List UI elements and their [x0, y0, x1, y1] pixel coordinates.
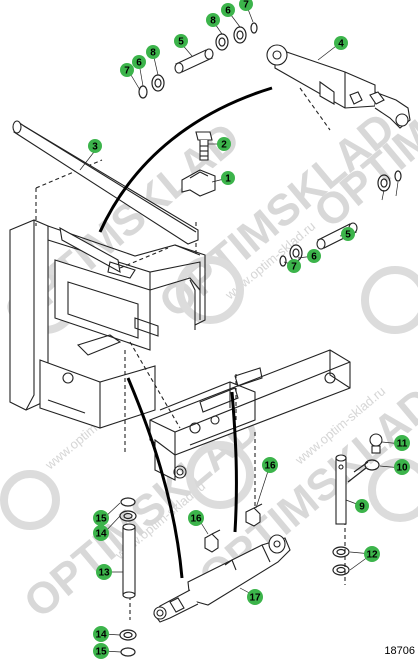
- pin-lower-cylinder: [122, 523, 136, 599]
- long-shaft: [12, 120, 199, 245]
- washers-lock-pin: [332, 546, 350, 576]
- callout-1-number: 1: [225, 174, 231, 185]
- callout-7-number: 7: [291, 262, 297, 273]
- callout-12-number: 12: [366, 550, 378, 561]
- callout-15-number: 15: [95, 514, 107, 525]
- pin-upper: [174, 48, 214, 74]
- callout-12: 12: [364, 546, 380, 562]
- spring-clip: [347, 459, 380, 483]
- callout-6: 6: [221, 3, 235, 17]
- drawing-reference-number: 18706: [384, 645, 415, 657]
- callout-16: 16: [188, 510, 204, 526]
- callout-9-number: 9: [359, 502, 365, 513]
- callout-4: 4: [334, 36, 348, 50]
- callout-14: 14: [93, 626, 109, 642]
- callout-6-number: 6: [311, 252, 317, 263]
- callout-8-number: 8: [210, 16, 216, 27]
- callout-15-number: 15: [95, 647, 107, 658]
- callout-17: 17: [247, 589, 263, 605]
- callout-11-number: 11: [397, 439, 408, 450]
- assembly-arrows: [98, 86, 273, 579]
- callout-14: 14: [93, 525, 109, 541]
- callout-8: 8: [206, 13, 220, 27]
- upper-hydraulic-cylinder: [266, 44, 411, 129]
- callout-8: 8: [146, 45, 160, 59]
- callout-7: 7: [239, 0, 253, 11]
- lower-hydraulic-cylinder: [153, 534, 291, 623]
- bolt: [195, 131, 213, 161]
- callout-badges: 1 2 3 4 5 6 7 8 6 7 5 6 7 8 9 10 11 12 1…: [88, 0, 410, 659]
- callout-2: 2: [217, 137, 231, 151]
- hose-fittings: [204, 503, 263, 553]
- callout-11: 11: [394, 435, 410, 451]
- callout-7-number: 7: [124, 66, 130, 77]
- callout-2-number: 2: [221, 140, 227, 151]
- callout-14-number: 14: [95, 630, 107, 641]
- callout-15: 15: [93, 643, 109, 659]
- callout-14-number: 14: [95, 529, 107, 540]
- callout-17-number: 17: [249, 593, 261, 604]
- callout-5-number: 5: [178, 37, 184, 48]
- callout-6: 6: [132, 55, 146, 69]
- callout-5-number: 5: [345, 230, 351, 241]
- callout-7: 7: [120, 63, 134, 77]
- grease-nipple: [369, 433, 383, 454]
- clamp-bracket: [181, 169, 216, 197]
- callout-6-number: 6: [136, 58, 142, 69]
- callout-10-number: 10: [396, 463, 408, 474]
- callout-6-number: 6: [225, 6, 231, 17]
- callout-4-number: 4: [338, 39, 344, 50]
- callout-5: 5: [174, 34, 188, 48]
- callout-15: 15: [93, 510, 109, 526]
- callout-16: 16: [262, 457, 278, 473]
- callout-8-number: 8: [150, 48, 156, 59]
- callout-6: 6: [307, 249, 321, 263]
- callout-16-number: 16: [264, 461, 276, 472]
- lock-pin: [335, 454, 347, 525]
- callout-13: 13: [96, 564, 112, 580]
- callout-10: 10: [394, 459, 410, 475]
- callout-7: 7: [287, 259, 301, 273]
- callout-5: 5: [341, 227, 355, 241]
- callout-3: 3: [88, 139, 102, 153]
- callout-1: 1: [221, 171, 235, 185]
- callout-13-number: 13: [98, 568, 110, 579]
- callout-3-number: 3: [92, 142, 98, 153]
- callout-9: 9: [355, 499, 369, 513]
- callout-16-number: 16: [190, 514, 202, 525]
- callout-7-number: 7: [243, 0, 249, 11]
- mounting-frame: [9, 87, 351, 620]
